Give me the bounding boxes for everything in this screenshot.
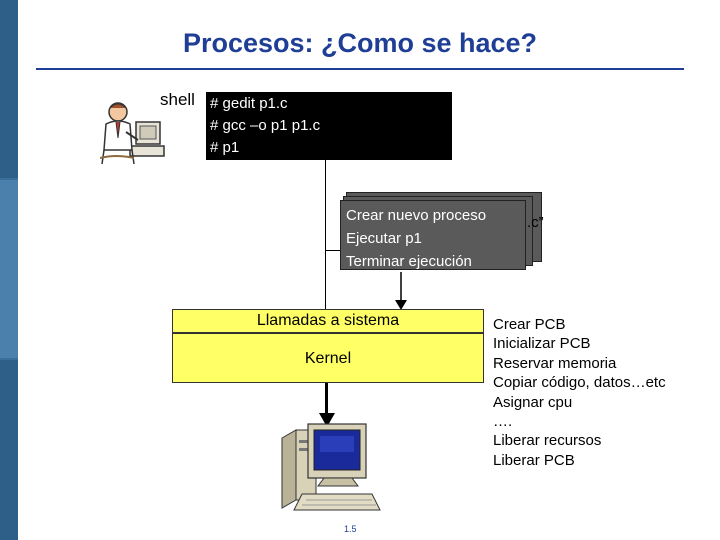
- process-step: Terminar ejecución: [346, 253, 472, 270]
- kernel-step: ….: [493, 413, 513, 431]
- kernel-step: Asignar cpu: [493, 393, 573, 411]
- slide-title: Procesos: ¿Como se hace?: [182, 28, 538, 58]
- shell-command: # gcc –o p1 p1.c: [210, 117, 321, 134]
- system-calls-layer: Llamadas a sistema: [172, 309, 484, 333]
- left-accent-bar: [0, 0, 18, 540]
- arrow-down-icon: [395, 272, 407, 310]
- shell-terminal: # gedit p1.c # gcc –o p1 p1.c # p1: [206, 92, 452, 160]
- accent-segment: [0, 180, 18, 358]
- kernel-layer: Kernel: [172, 333, 484, 383]
- page-number: 1.5: [344, 524, 357, 534]
- shell-command: # gedit p1.c: [210, 95, 288, 112]
- kernel-step: Liberar PCB: [493, 451, 575, 469]
- shell-command: # p1: [210, 139, 240, 156]
- kernel-steps-list: Crear PCB Inicializar PCB Reservar memor…: [493, 315, 666, 470]
- process-step: Crear nuevo proceso: [346, 207, 487, 224]
- kernel-step: Inicializar PCB: [493, 335, 591, 353]
- hidden-card-text: .c”: [527, 214, 544, 231]
- person-at-computer-icon: [100, 102, 165, 165]
- connector-line: [325, 160, 326, 250]
- shell-label: shell: [160, 90, 195, 109]
- title-underline: [36, 68, 684, 70]
- accent-segment: [0, 0, 18, 178]
- kernel-step: Reservar memoria: [493, 354, 617, 372]
- kernel-step: Crear PCB: [493, 316, 566, 333]
- arrow-down-icon: [319, 383, 335, 427]
- accent-segment: [0, 360, 18, 540]
- process-card: Crear nuevo proceso Ejecutar p1 Terminar…: [340, 200, 526, 270]
- kernel-step: Liberar recursos: [493, 432, 602, 450]
- connector-line: [325, 250, 340, 251]
- process-step: Ejecutar p1: [346, 230, 422, 247]
- desktop-computer-icon: [281, 423, 381, 511]
- kernel-step: Copiar código, datos…etc: [493, 374, 666, 392]
